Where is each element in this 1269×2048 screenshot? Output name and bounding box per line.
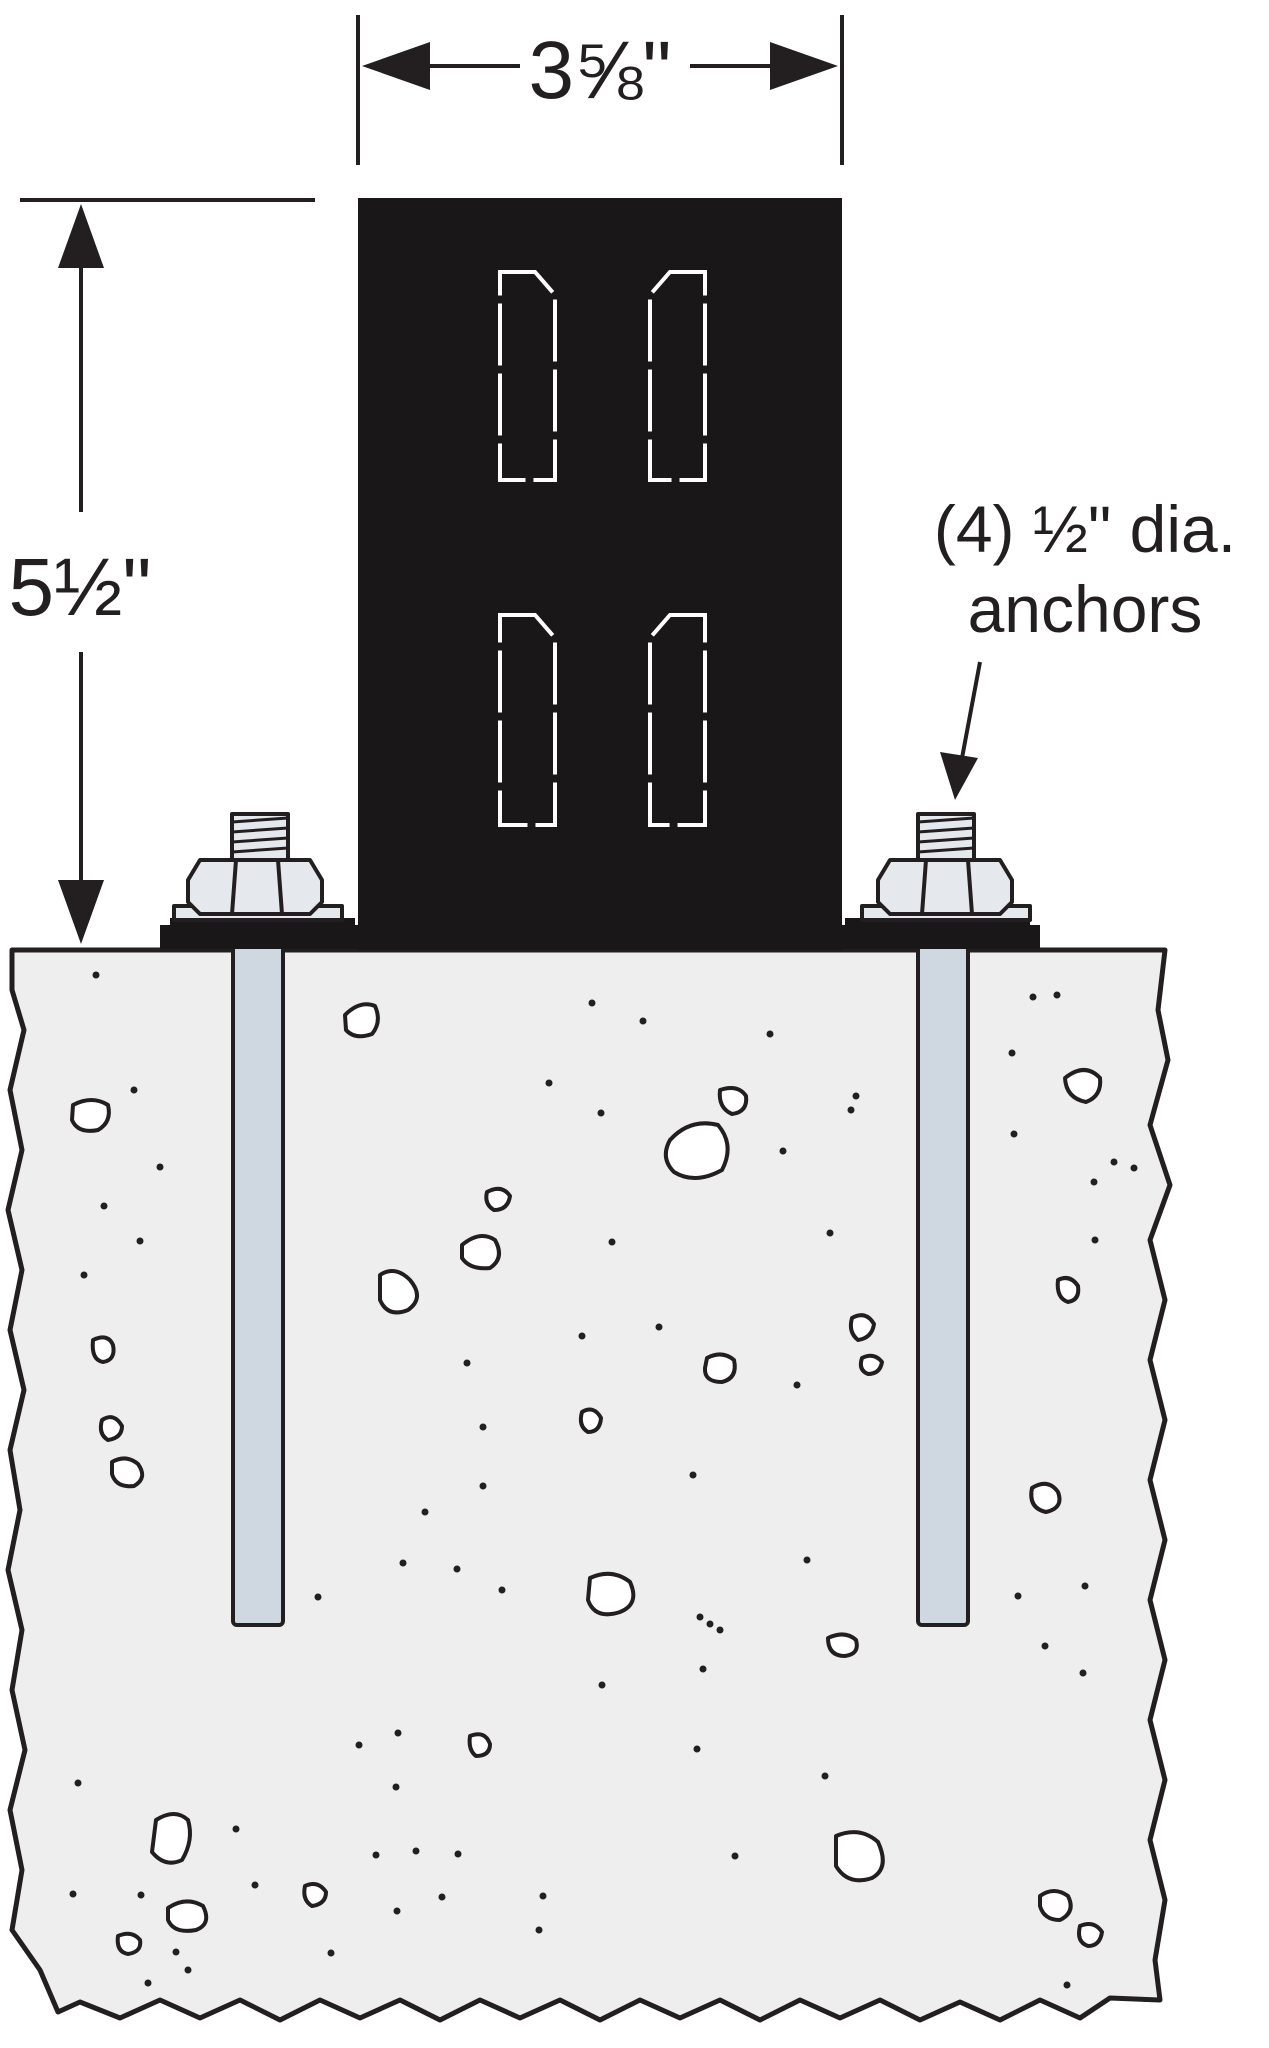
arrow-down-icon — [58, 880, 104, 944]
post-bracket — [358, 198, 842, 950]
height-label: 5½" — [8, 542, 151, 633]
anchor-nut-left — [172, 812, 344, 922]
arrow-left-icon — [362, 42, 430, 90]
arrow-right-icon — [770, 42, 838, 90]
leader-arrow-icon — [940, 752, 978, 800]
callout-leader — [940, 661, 982, 800]
callout-line-1: (4) ½" dia. — [934, 492, 1236, 566]
concrete-specks — [69, 971, 1138, 1989]
callout-line-2: anchors — [968, 572, 1203, 646]
arrow-up-icon — [58, 204, 104, 268]
concrete-aggregate — [70, 1002, 1104, 1956]
height-dimension — [20, 198, 315, 944]
concrete-foundation — [5, 947, 1173, 2023]
anchor-rod-left — [231, 943, 285, 1627]
anchor-rod-right — [916, 943, 970, 1627]
width-dimension — [356, 15, 844, 165]
width-label: 3⅝" — [528, 25, 671, 116]
bracket-slots — [498, 270, 707, 827]
anchor-nut-right — [860, 812, 1032, 922]
